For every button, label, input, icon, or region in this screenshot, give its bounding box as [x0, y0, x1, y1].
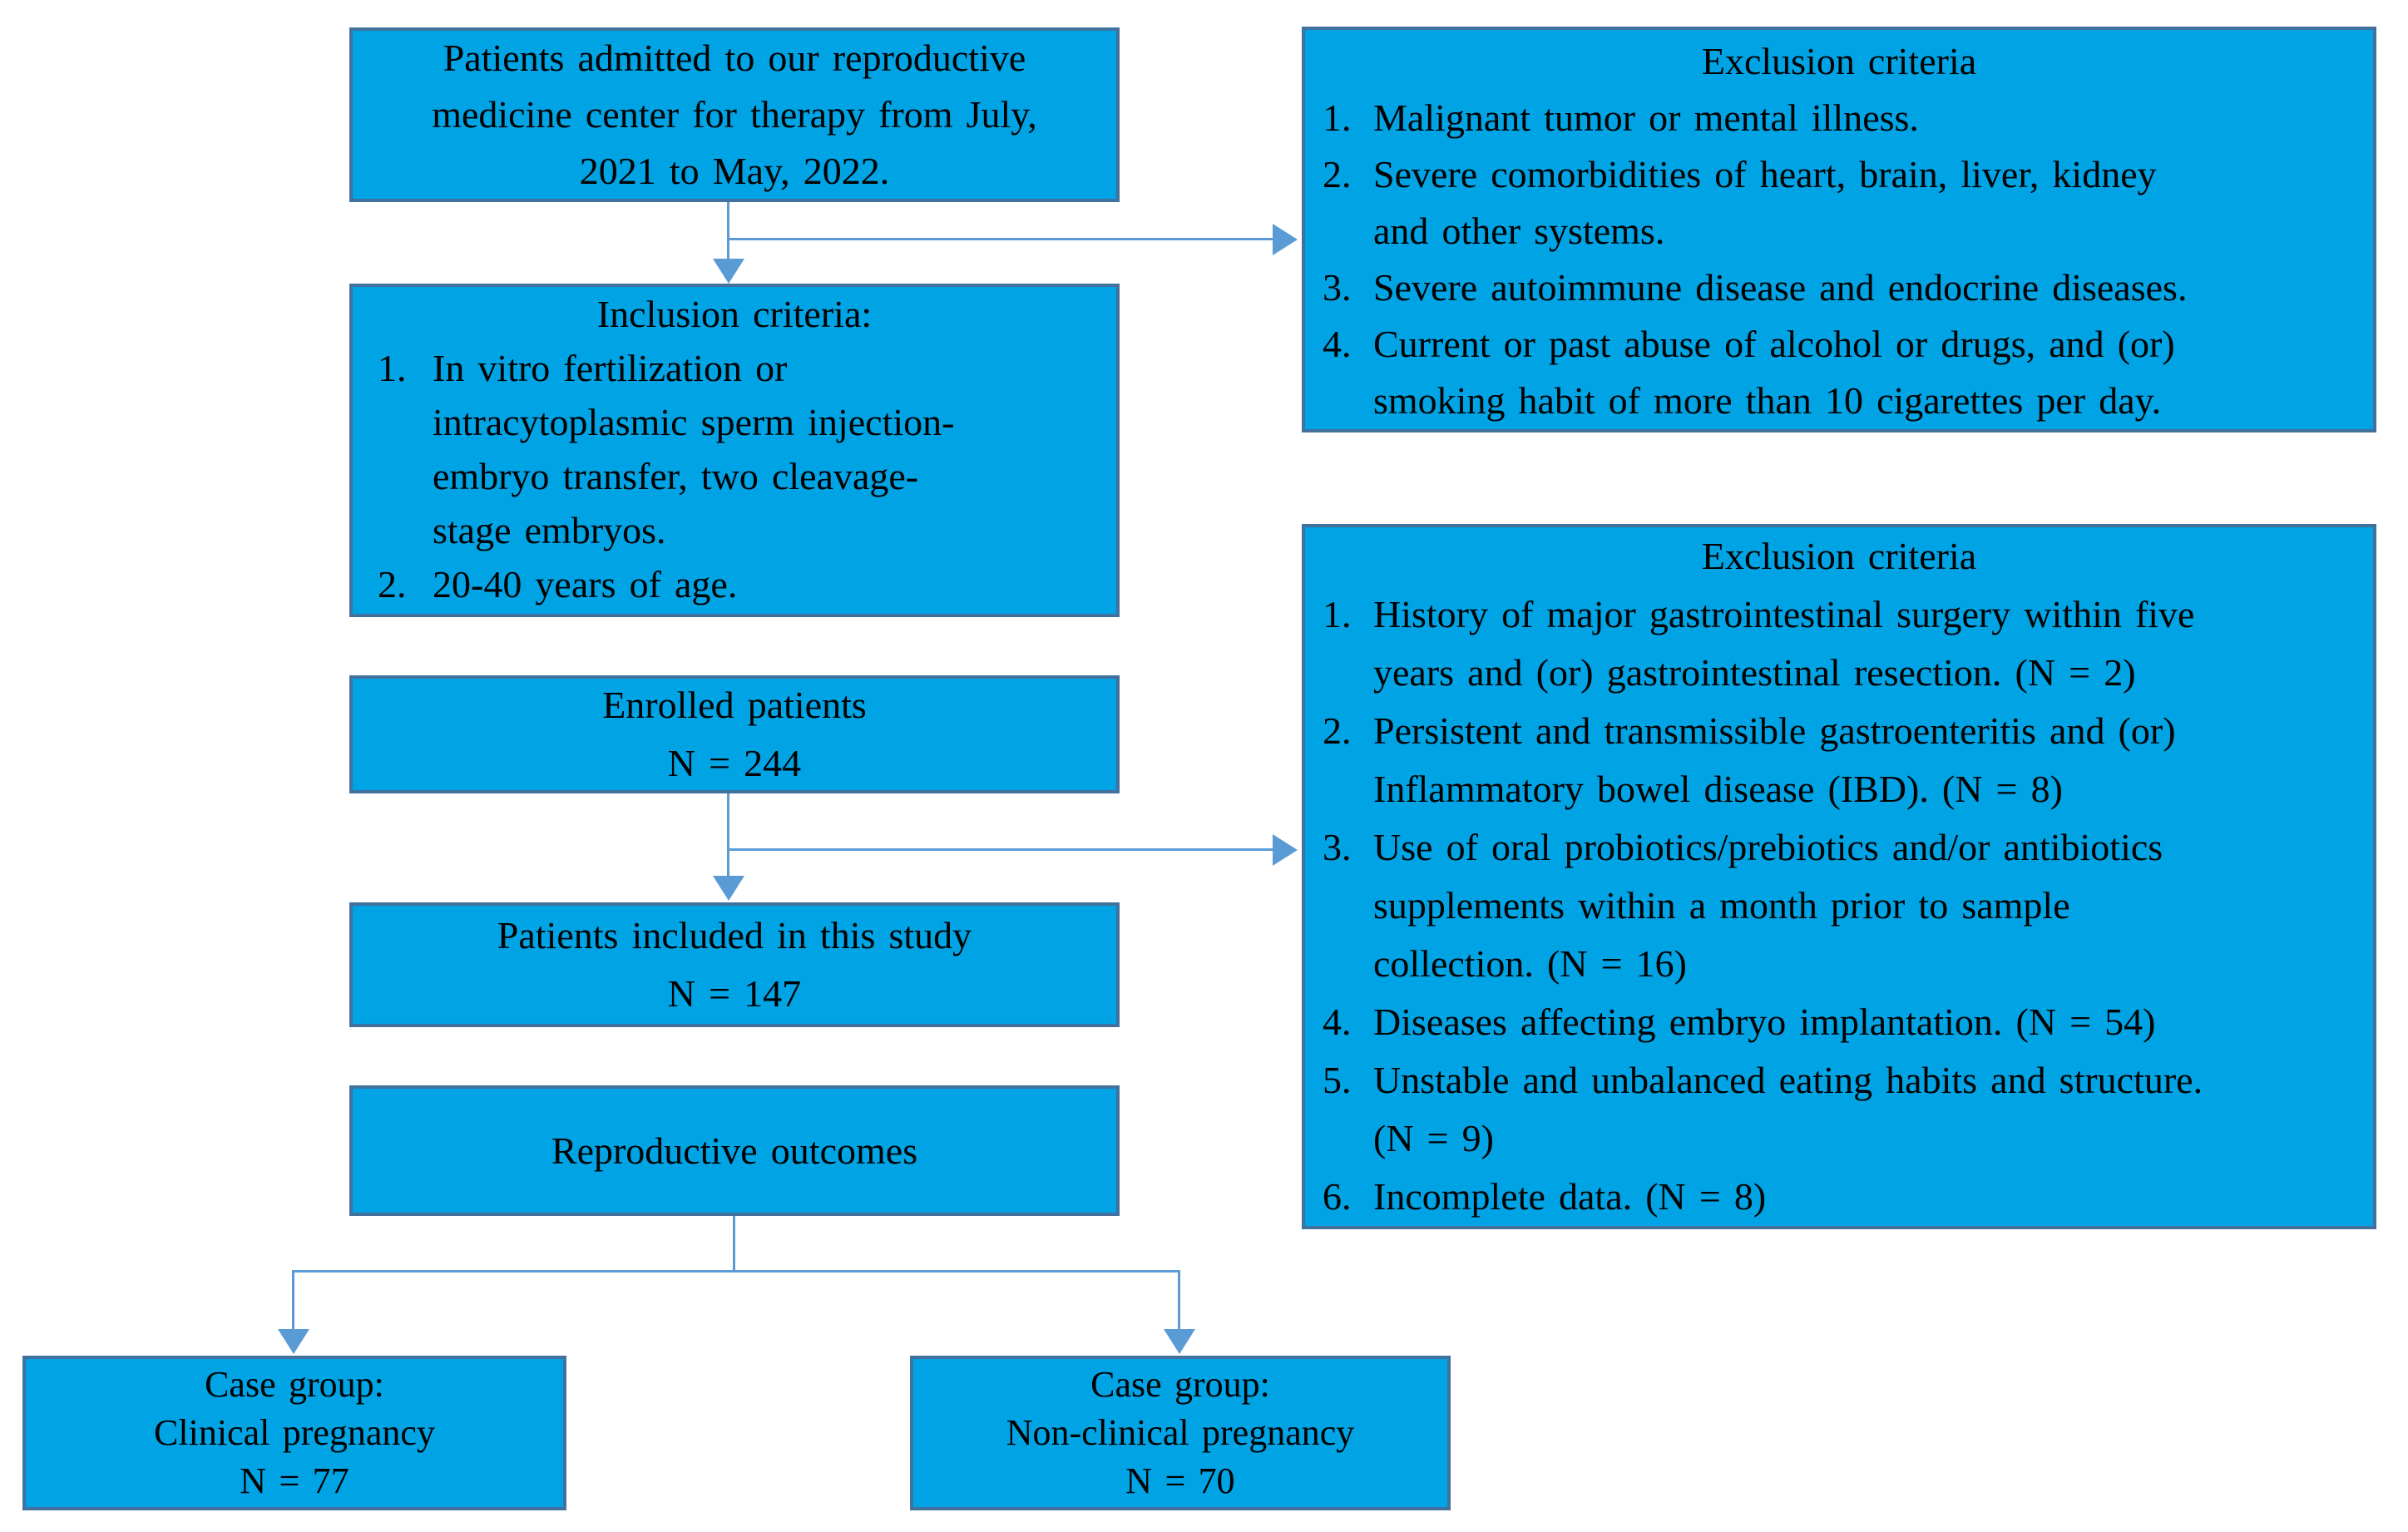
box-reproductive-outcomes: Reproductive outcomes	[349, 1085, 1120, 1216]
arrow-down-icon	[278, 1329, 309, 1354]
box-exclusion-criteria-2: Exclusion criteria 1. History of major g…	[1302, 524, 2376, 1229]
list-item-number: 2.	[378, 563, 407, 605]
enrolled-patients-label: Enrolled patients	[602, 684, 867, 726]
connector-admitted-inclusion-line	[727, 202, 729, 260]
list-item: 2. Persistent and transmissible gastroen…	[1305, 702, 2373, 818]
list-item: 5. Unstable and unbalanced eating habits…	[1305, 1051, 2373, 1168]
list-item-text: Incomplete data. (N = 8)	[1373, 1175, 1767, 1218]
list-item-number: 3.	[1323, 826, 1352, 868]
enrolled-patients-count: N = 244	[667, 742, 802, 784]
list-item-text: In vitro fertilization or intracytoplasm…	[433, 347, 955, 551]
list-item: 4. Diseases affecting embryo implantatio…	[1305, 993, 2373, 1051]
box-enrolled-patients: Enrolled patients N = 244	[349, 675, 1120, 793]
list-item-number: 4.	[1323, 1001, 1352, 1043]
patients-included-label: Patients included in this study	[497, 914, 972, 956]
box-patients-admitted: Patients admitted to our reproductive me…	[349, 27, 1120, 202]
split-left-drop-line	[292, 1270, 294, 1331]
arrow-right-icon	[1273, 224, 1298, 255]
exclusion-criteria-1-title: Exclusion criteria	[1701, 40, 1977, 82]
list-item: 1. In vitro fertilization or intracytopl…	[353, 341, 1116, 557]
list-item-text: Diseases affecting embryo implantation. …	[1373, 1001, 2156, 1043]
list-item-number: 4.	[1323, 323, 1352, 365]
box-inclusion-criteria: Inclusion criteria: 1. In vitro fertiliz…	[349, 284, 1120, 617]
exclusion-criteria-2-title: Exclusion criteria	[1701, 535, 1977, 577]
box-patients-included: Patients included in this study N = 147	[349, 902, 1120, 1027]
list-item-number: 2.	[1323, 153, 1352, 195]
list-item: 1. History of major gastrointestinal sur…	[1305, 586, 2373, 702]
patients-included-count: N = 147	[667, 972, 802, 1015]
box-case-nonclinical-pregnancy: Case group: Non-clinical pregnancy N = 7…	[910, 1356, 1451, 1510]
list-item: 2. Severe comorbidities of heart, brain,…	[1305, 146, 2373, 259]
list-item-text: Severe comorbidities of heart, brain, li…	[1373, 153, 2157, 252]
split-right-drop-line	[1178, 1270, 1180, 1331]
list-item-number: 1.	[1323, 593, 1352, 635]
list-item-text: Use of oral probiotics/prebiotics and/or…	[1373, 826, 2163, 985]
connector-outcomes-split-line	[733, 1216, 735, 1272]
list-item-text: History of major gastrointestinal surger…	[1373, 593, 2195, 694]
list-item-text: Unstable and unbalanced eating habits an…	[1373, 1059, 2203, 1159]
list-item-text: Current or past abuse of alcohol or drug…	[1373, 323, 2175, 422]
list-item-number: 3.	[1323, 266, 1352, 309]
list-item: 3. Use of oral probiotics/prebiotics and…	[1305, 818, 2373, 993]
connector-branch-exclusion2-line	[727, 848, 1273, 851]
list-item-text: Malignant tumor or mental illness.	[1373, 96, 1919, 139]
list-item: 1. Malignant tumor or mental illness.	[1305, 90, 2373, 146]
list-item: 3. Severe autoimmune disease and endocri…	[1305, 259, 2373, 316]
list-item-number: 1.	[1323, 96, 1352, 139]
box-case-clinical-pregnancy: Case group: Clinical pregnancy N = 77	[22, 1356, 566, 1510]
list-item-text: 20-40 years of age.	[433, 563, 738, 605]
list-item-number: 1.	[378, 347, 407, 389]
arrow-right-icon	[1273, 834, 1298, 866]
list-item-text: Persistent and transmissible gastroenter…	[1373, 709, 2176, 810]
connector-enrolled-included-line	[727, 793, 729, 878]
list-item: 6. Incomplete data. (N = 8)	[1305, 1168, 2373, 1226]
arrow-down-icon	[1164, 1329, 1195, 1354]
list-item-number: 5.	[1323, 1059, 1352, 1101]
list-item: 2. 20-40 years of age.	[353, 557, 1116, 611]
list-item: 4. Current or past abuse of alcohol or d…	[1305, 316, 2373, 429]
inclusion-criteria-title: Inclusion criteria:	[596, 293, 873, 335]
list-item-text: Severe autoimmune disease and endocrine …	[1373, 266, 2188, 309]
list-item-number: 2.	[1323, 709, 1352, 752]
list-item-number: 6.	[1323, 1175, 1352, 1218]
split-horizontal-line	[292, 1270, 1180, 1273]
arrow-down-icon	[713, 876, 744, 901]
box-exclusion-criteria-1: Exclusion criteria 1. Malignant tumor or…	[1302, 27, 2376, 432]
arrow-down-icon	[713, 259, 744, 284]
connector-branch-exclusion1-line	[727, 238, 1273, 240]
